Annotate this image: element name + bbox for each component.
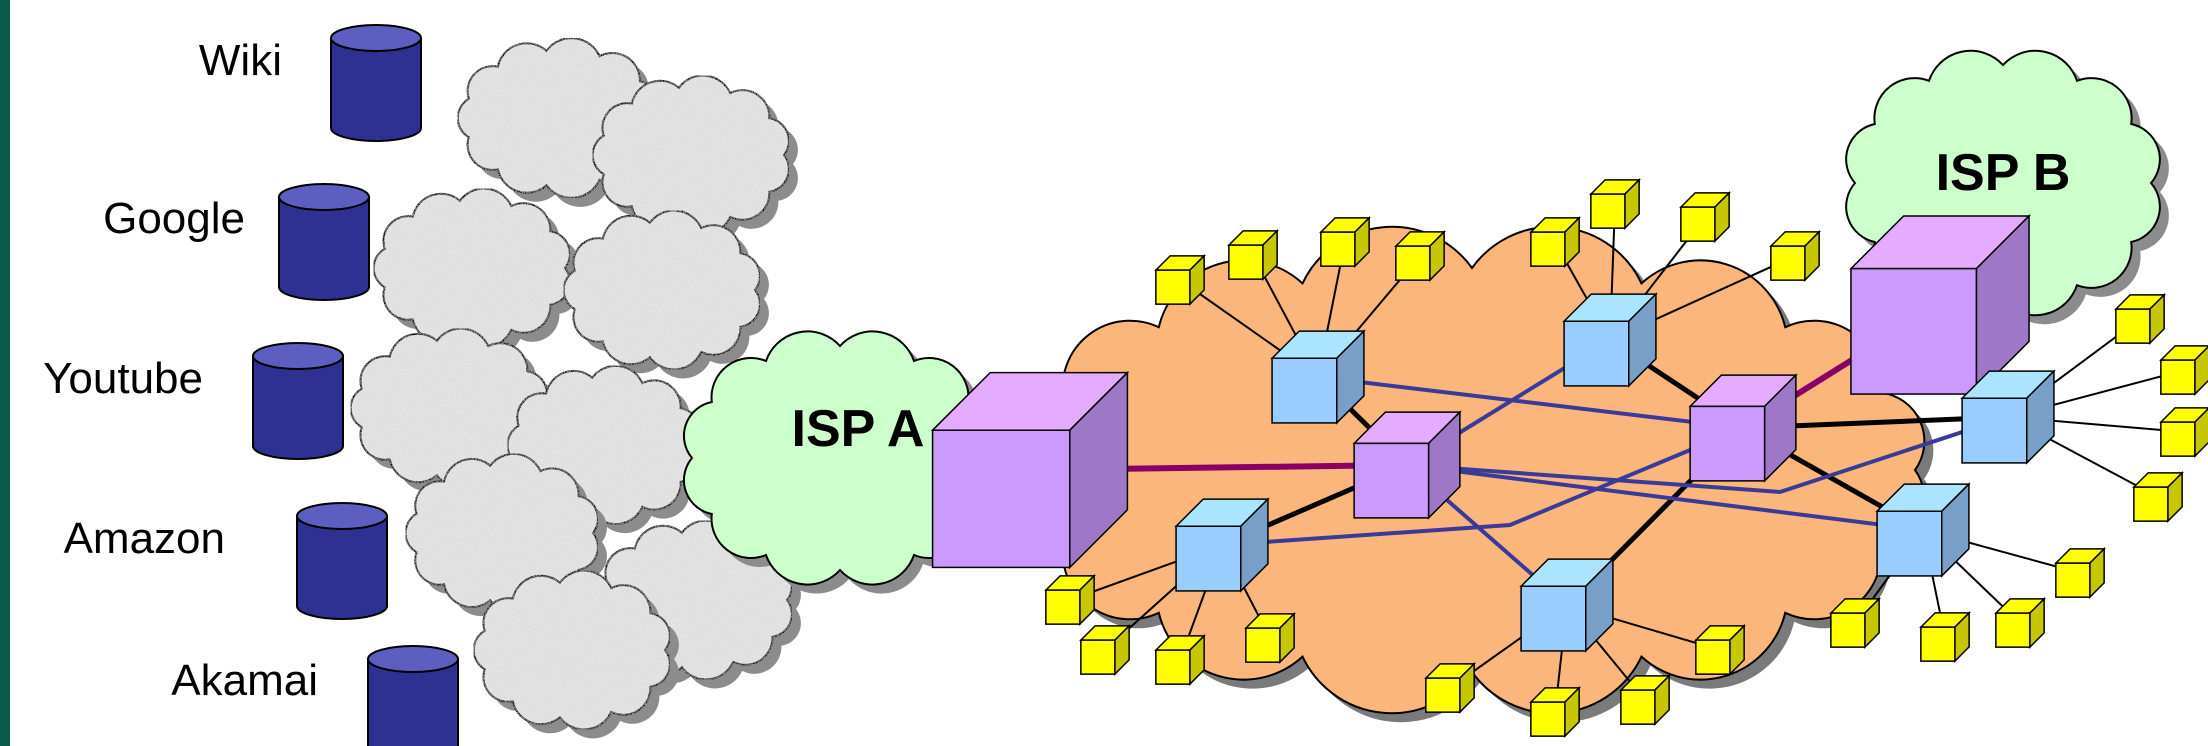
core-router-right <box>1688 373 1798 483</box>
host-14 <box>1994 597 2046 649</box>
host-5 <box>1529 216 1581 268</box>
cdn-cloud-9 <box>472 569 679 739</box>
link-center-br <box>1406 463 1924 532</box>
isp-b-label: ISP B <box>1936 144 2071 202</box>
host-1 <box>1154 254 1206 306</box>
host-19 <box>1529 686 1581 738</box>
host-11 <box>2159 407 2208 458</box>
database-icon-amazon <box>296 502 388 620</box>
isp-a-cloud <box>682 330 1006 594</box>
link-center-right <box>1406 415 2009 495</box>
database-icon-akamai <box>367 645 459 746</box>
host-13 <box>2054 547 2106 599</box>
host-16 <box>1829 597 1881 649</box>
host-24 <box>1244 612 1296 664</box>
host-8 <box>1769 230 1821 282</box>
host-12 <box>2132 471 2184 523</box>
host-9 <box>2114 293 2166 345</box>
database-icons <box>252 24 459 746</box>
cdn-cloud-group <box>349 37 801 739</box>
isp-cloud-group <box>682 49 2169 594</box>
service-label-wiki: Wiki <box>199 36 282 85</box>
host-20 <box>1424 662 1476 714</box>
database-icon-youtube <box>252 342 344 460</box>
host-4 <box>1394 230 1446 282</box>
host-21 <box>1044 574 1096 626</box>
isp-a-label: ISP A <box>792 400 925 458</box>
service-label-amazon: Amazon <box>64 514 225 563</box>
cdn-cloud-3 <box>372 187 579 357</box>
border-router-isp-b <box>1849 214 2031 396</box>
cdn-cloud-4 <box>562 209 769 379</box>
host-17 <box>1694 624 1746 676</box>
hosts-group <box>1044 178 2208 738</box>
database-icon-wiki <box>330 24 422 142</box>
cdn-cloud-2 <box>591 74 798 244</box>
host-7 <box>1679 191 1731 243</box>
service-label-google: Google <box>103 194 245 243</box>
host-22 <box>1079 624 1131 676</box>
router-bottom-right <box>1875 482 1971 578</box>
host-15 <box>1919 611 1971 663</box>
service-label-akamai: Akamai <box>171 656 318 705</box>
router-top-left <box>1270 329 1366 425</box>
host-3 <box>1319 216 1371 268</box>
border-router-isp-a <box>930 370 1130 570</box>
network-nodes <box>930 214 2056 653</box>
left-accent-bar <box>0 0 10 746</box>
host-2 <box>1227 229 1279 281</box>
host-6 <box>1589 178 1641 230</box>
router-bottom <box>1519 557 1615 653</box>
link-top1-right <box>1317 375 1744 430</box>
core-router-center <box>1352 410 1462 520</box>
host-10 <box>2159 345 2208 396</box>
link-left-right <box>1221 426 1744 547</box>
host-23 <box>1154 634 1206 686</box>
host-18 <box>1619 674 1671 726</box>
router-right <box>1960 369 2056 465</box>
database-icon-google <box>278 183 370 301</box>
router-left <box>1174 497 1270 593</box>
router-top-right <box>1562 292 1658 388</box>
service-label-youtube: Youtube <box>43 354 203 403</box>
